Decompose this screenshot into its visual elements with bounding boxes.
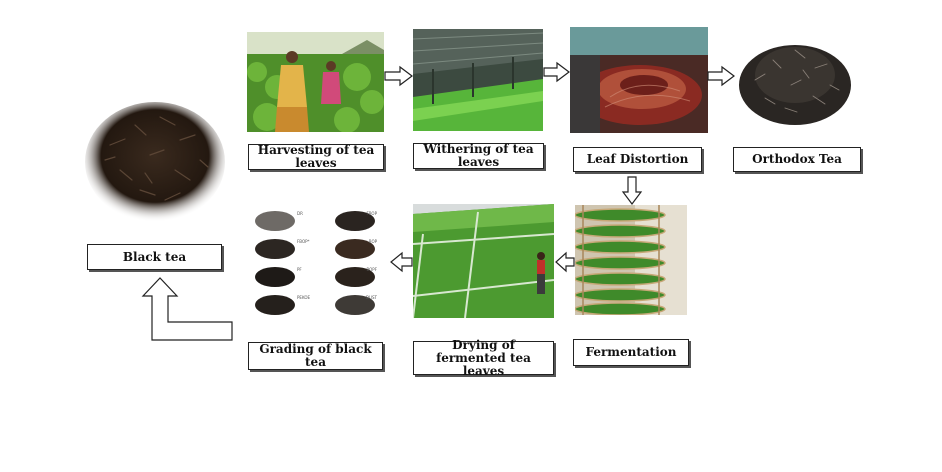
arrow-right-icon — [384, 65, 413, 87]
grade-label-right-1: FBOP — [366, 211, 377, 216]
grading-photo: DR FBOP* PF PEKOE FBOP BOP BOPF DUST — [247, 203, 384, 321]
arrow-right-icon — [707, 65, 735, 87]
fermentation-photo — [575, 205, 687, 315]
grade-label-left-4: PEKOE — [297, 295, 310, 300]
step-label-grading: Grading of black tea — [248, 342, 383, 370]
step-label-leaf-distortion: Leaf Distortion — [573, 147, 702, 172]
arrow-down-icon — [621, 176, 643, 205]
step-label-withering: Withering of tea leaves — [413, 143, 544, 169]
arrow-left-icon — [390, 251, 413, 273]
step-label-orthodox: Orthodox Tea — [733, 147, 861, 172]
black-tea-photo — [80, 95, 230, 230]
leaf-distortion-photo — [570, 27, 708, 133]
step-label-fermentation: Fermentation — [573, 339, 689, 366]
step-label-drying: Drying of fermented tea leaves — [413, 338, 554, 377]
harvesting-photo — [247, 32, 384, 132]
arrow-left-icon — [555, 251, 575, 273]
grade-label-right-3: BOPF — [366, 267, 377, 272]
step-label-harvesting: Harvesting of tea leaves — [248, 144, 384, 170]
orthodox-tea-photo — [735, 30, 855, 130]
withering-photo — [413, 29, 543, 131]
drying-photo — [413, 204, 554, 318]
grade-label-right-2: BOP — [369, 239, 378, 244]
grade-label-left-2: FBOP* — [297, 239, 310, 244]
grade-label-left-1: DR — [297, 211, 303, 216]
grade-label-left-3: PF — [297, 267, 302, 272]
grade-label-right-4: DUST — [366, 295, 378, 300]
arrow-right-icon — [543, 61, 570, 83]
step-label-black-tea: Black tea — [87, 244, 222, 270]
bent-arrow-up-icon — [141, 277, 233, 341]
